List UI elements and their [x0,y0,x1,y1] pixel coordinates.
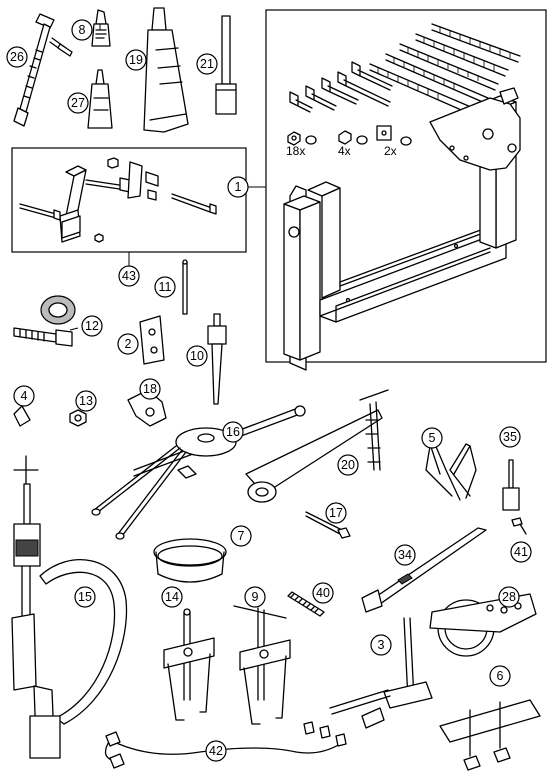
svg-text:17: 17 [329,506,343,520]
callout-27: 27 [67,92,89,114]
callout-4: 4 [13,385,35,407]
svg-text:19: 19 [129,53,143,67]
threaded-rods [369,23,521,117]
callout-13: 13 [75,390,97,412]
svg-text:5: 5 [429,431,436,445]
svg-text:7: 7 [238,529,245,543]
test-cable [104,721,347,769]
callout-5: 5 [421,427,443,449]
callout-2: 2 [117,333,139,355]
callout-10: 10 [186,345,208,367]
mounting-bracket [139,315,165,365]
threaded-stud [287,591,325,617]
callout-20: 20 [337,454,359,476]
svg-text:40: 40 [316,586,330,600]
svg-text:13: 13 [79,394,93,408]
callout-11: 11 [154,276,176,298]
callout-15: 15 [74,586,96,608]
svg-text:35: 35 [503,430,517,444]
callout-35: 35 [499,426,521,448]
svg-text:6: 6 [497,669,504,683]
callout-42: 42 [205,740,227,762]
callout-19: 19 [125,49,147,71]
svg-text:21: 21 [200,57,214,71]
callout-8: 8 [71,19,93,41]
bolts [289,61,393,113]
callout-21: 21 [196,53,218,75]
sealant-tube [143,7,189,133]
svg-text:8: 8 [79,23,86,37]
svg-text:20: 20 [341,458,355,472]
svg-text:41: 41 [514,545,528,559]
callout-17: 17 [325,502,347,524]
stand-kit-frame [265,9,547,363]
svg-text:26: 26 [10,50,24,64]
shouldered-bolt [305,511,351,539]
hex-nut [69,409,87,427]
callout-12: 12 [81,315,103,337]
callout-16: 16 [222,421,244,443]
callout-18: 18 [139,378,161,400]
work-stand [283,87,521,371]
drift-punch [215,15,237,115]
svg-text:16: 16 [226,425,240,439]
callout-14: 14 [161,586,183,608]
svg-text:10: 10 [190,349,204,363]
gear-puller-tool [439,699,541,771]
stand-adapter-parts [19,157,217,243]
svg-text:42: 42 [209,744,223,758]
bearing-extractor [207,313,227,405]
qty-plates: 2x [384,144,397,158]
svg-text:4: 4 [21,389,28,403]
qty-washers: 4x [338,144,351,158]
callout-9: 9 [244,586,266,608]
piston-ring-clamp [153,538,227,583]
protection-cone [13,405,31,427]
circlip-pliers [425,441,477,501]
chain-holder [245,389,389,503]
svg-text:43: 43 [122,269,136,283]
svg-text:12: 12 [85,319,99,333]
callout-6: 6 [489,665,511,687]
callout-26: 26 [6,46,28,68]
thread-lock-bottle [91,9,111,47]
svg-text:3: 3 [378,638,385,652]
pin-wrench [361,527,487,613]
leader-lines [69,24,130,331]
svg-text:28: 28 [502,590,516,604]
svg-text:14: 14 [165,590,179,604]
valve-spring-compressor [11,455,128,759]
svg-text:27: 27 [71,96,85,110]
piston-pin [502,459,520,511]
svg-text:34: 34 [398,548,412,562]
sealant-bottle [87,69,113,129]
bolt-with-spacer [13,295,76,347]
callout-40: 40 [312,582,334,604]
grease-syringe [13,13,73,127]
callout-28: 28 [498,586,520,608]
clutch-holder-plate [429,593,537,657]
small-bolt [511,517,527,535]
callout-43: 43 [118,265,140,287]
svg-text:15: 15 [78,590,92,604]
fasteners: 18x 4x 2x [286,125,412,158]
svg-text:2: 2 [125,337,132,351]
small-bearing-puller [163,608,215,721]
svg-text:1: 1 [235,180,242,194]
callout-3: 3 [370,634,392,656]
callout-1: 1 [227,176,249,198]
svg-text:9: 9 [252,590,259,604]
svg-text:11: 11 [159,280,172,294]
svg-text:18: 18 [143,382,157,396]
callout-7: 7 [230,525,252,547]
qty-nuts: 18x [286,144,305,158]
crankshaft-tool [329,617,433,729]
stand-adapter-frame [11,147,247,253]
large-bearing-puller [233,605,291,725]
callout-34: 34 [394,544,416,566]
locating-pin [182,259,188,315]
callout-41: 41 [510,541,532,563]
